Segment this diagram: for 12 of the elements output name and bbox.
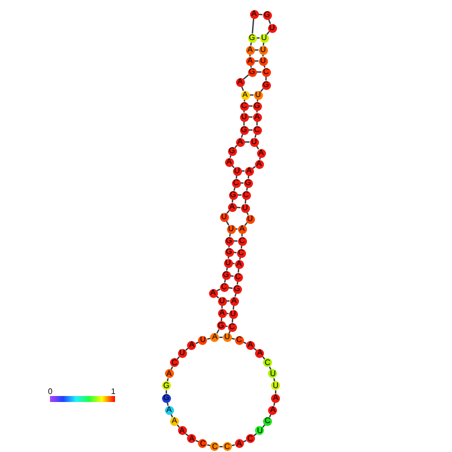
backbone-line — [252, 166, 256, 169]
backbone-line — [166, 390, 167, 394]
backbone-line — [275, 390, 276, 394]
backbone-line — [243, 74, 249, 80]
backbone-line — [219, 336, 223, 338]
scale-tick-label: 1 — [111, 388, 116, 396]
scale-tick-label: 0 — [48, 388, 52, 396]
backbone-line — [219, 446, 223, 448]
backbone-line — [216, 288, 220, 292]
backbone-line — [252, 18, 254, 34]
backbone-line — [240, 134, 244, 138]
backbone-line — [216, 329, 220, 334]
